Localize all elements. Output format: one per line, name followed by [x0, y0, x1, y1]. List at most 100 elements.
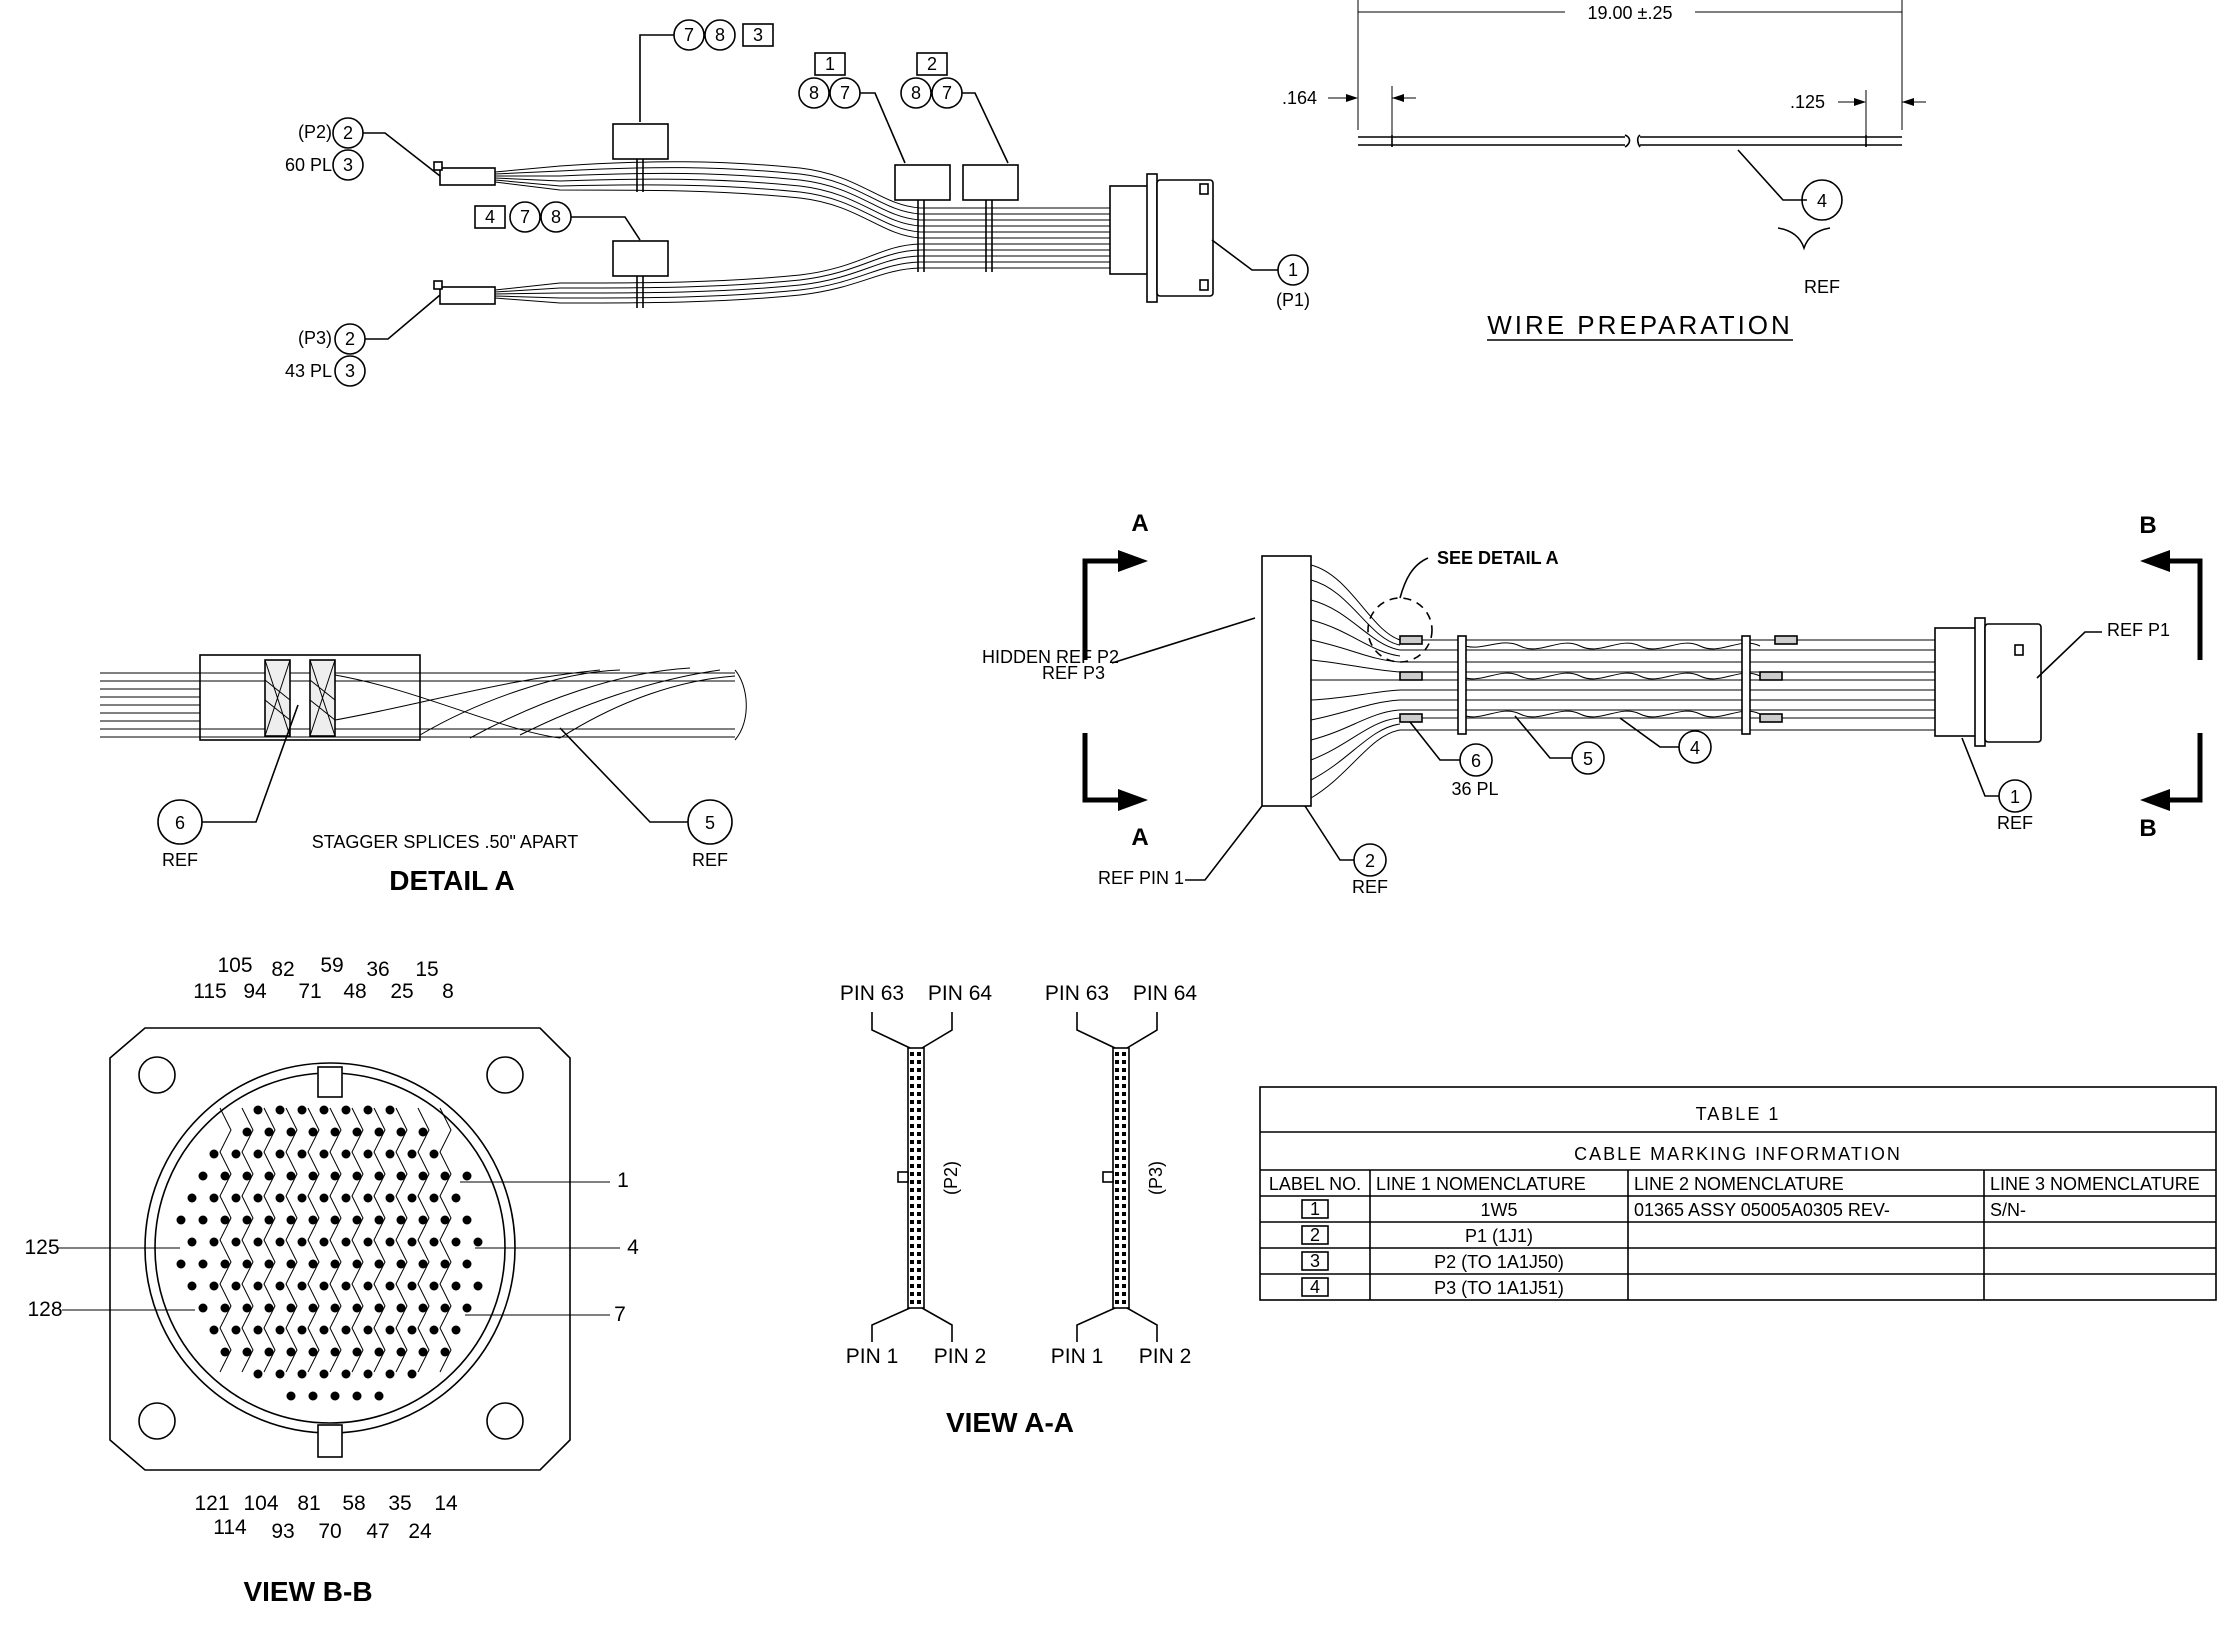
p2-tag: (P2) — [298, 122, 332, 142]
pin-contact — [418, 1127, 428, 1137]
pin-contact — [264, 1127, 274, 1137]
pin-contact — [264, 1303, 274, 1313]
table-subtitle: CABLE MARKING INFORMATION — [1574, 1144, 1902, 1164]
pin-contact — [209, 1149, 219, 1159]
detail-a: 6 REF 5 REF STAGGER SPLICES .50" APART D… — [100, 654, 747, 896]
pin-contact — [363, 1105, 373, 1115]
header-pin — [1122, 1156, 1126, 1160]
pin-contact — [462, 1259, 472, 1269]
pin-contact — [297, 1105, 307, 1115]
header-pin — [1122, 1052, 1126, 1056]
p2-pin-64: PIN 64 — [928, 982, 993, 1005]
pin-contact — [220, 1347, 230, 1357]
pin-field — [176, 1105, 483, 1401]
bb-bot-58: 58 — [342, 1492, 365, 1515]
pin-contact — [242, 1171, 252, 1181]
header-pin — [917, 1220, 921, 1224]
pin-contact — [451, 1325, 461, 1335]
pin-contact — [297, 1193, 307, 1203]
header-pin — [1115, 1076, 1119, 1080]
table-header-line1: LINE 1 NOMENCLATURE — [1376, 1174, 1586, 1194]
pin-contact — [242, 1347, 252, 1357]
assy-item-1-ref: REF — [1997, 813, 2033, 833]
pin-contact — [473, 1237, 483, 1247]
header-pin — [917, 1268, 921, 1272]
p3-pin-1: PIN 1 — [1051, 1345, 1104, 1368]
header-pin — [1115, 1220, 1119, 1224]
pin-row-guide — [307, 1107, 320, 1373]
pin-contact — [275, 1325, 285, 1335]
header-pin — [1115, 1108, 1119, 1112]
pin-contact — [451, 1237, 461, 1247]
pin-contact — [407, 1325, 417, 1335]
header-pin — [910, 1268, 914, 1272]
pin-contact — [264, 1215, 274, 1225]
bb-bot-14: 14 — [434, 1492, 458, 1515]
header-pin — [1122, 1196, 1126, 1200]
table-row-2-line1: P1 (1J1) — [1465, 1226, 1533, 1246]
header-pin — [910, 1252, 914, 1256]
detail-a-title: DETAIL A — [389, 865, 514, 896]
header-pin — [1115, 1300, 1119, 1304]
header-pin — [917, 1236, 921, 1240]
pin-contact — [253, 1105, 263, 1115]
bb-bot-70: 70 — [318, 1520, 341, 1543]
pin-contact — [308, 1303, 318, 1313]
section-b-bottom: B — [2139, 815, 2156, 842]
fanout-wires — [1310, 564, 1401, 799]
pin-contact — [209, 1193, 219, 1203]
pin-contact — [440, 1303, 450, 1313]
header-pin — [917, 1068, 921, 1072]
bb-left-125: 125 — [24, 1236, 59, 1259]
header-pin — [1115, 1236, 1119, 1240]
section-b-top: B — [2139, 512, 2156, 539]
wire-ref: REF — [1804, 277, 1840, 297]
header-pin — [1115, 1180, 1119, 1184]
pin-contact — [418, 1259, 428, 1269]
header-pin — [917, 1140, 921, 1144]
pin-contact — [473, 1281, 483, 1291]
header-pin — [910, 1196, 914, 1200]
header-pin — [910, 1204, 914, 1208]
p3-pin-2: PIN 2 — [1139, 1345, 1192, 1368]
pin-contact — [286, 1347, 296, 1357]
pin-contact — [297, 1281, 307, 1291]
header-pin — [910, 1260, 914, 1264]
pin-contact — [352, 1259, 362, 1269]
header-pin — [1115, 1204, 1119, 1208]
header-pin — [1122, 1084, 1126, 1088]
pin-contact — [253, 1193, 263, 1203]
pin-contact — [308, 1347, 318, 1357]
pin-contact — [363, 1149, 373, 1159]
pin-contact — [440, 1259, 450, 1269]
header-pin — [1122, 1212, 1126, 1216]
pin-contact — [308, 1259, 318, 1269]
header-pin — [917, 1108, 921, 1112]
pin-contact — [209, 1281, 219, 1291]
table-header-label: LABEL NO. — [1269, 1174, 1361, 1194]
pin-contact — [220, 1171, 230, 1181]
header-pin — [1122, 1188, 1126, 1192]
header-pin — [1115, 1188, 1119, 1192]
tag-mid-8: 8 — [551, 207, 561, 227]
bb-top-105: 105 — [217, 954, 252, 977]
pin-contact — [286, 1259, 296, 1269]
table-header-line2: LINE 2 NOMENCLATURE — [1634, 1174, 1844, 1194]
table-row-3-label: 3 — [1310, 1251, 1320, 1271]
pin-contact — [330, 1171, 340, 1181]
pin-contact — [418, 1215, 428, 1225]
bb-right-1: 1 — [617, 1169, 629, 1192]
bb-bot-104: 104 — [243, 1492, 278, 1515]
pin-contact — [286, 1215, 296, 1225]
p3-qty: 43 PL — [285, 361, 332, 381]
pin-row-guide — [351, 1107, 364, 1373]
pin-contact — [319, 1281, 329, 1291]
pin-contact — [220, 1259, 230, 1269]
p3-connector-key — [433, 280, 443, 290]
header-pin — [917, 1180, 921, 1184]
pin-contact — [286, 1303, 296, 1313]
header-pin — [1115, 1084, 1119, 1088]
pin-contact — [352, 1391, 362, 1401]
balloon-3-p2: 3 — [343, 155, 353, 175]
pin-contact — [231, 1149, 241, 1159]
